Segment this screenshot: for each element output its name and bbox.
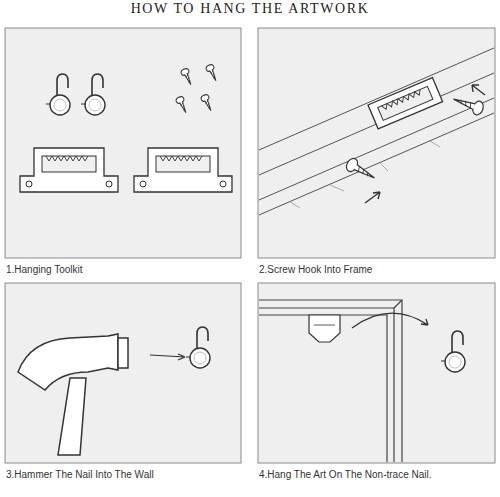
step-caption: 2.Screw Hook Into Frame <box>259 264 372 275</box>
step-caption: 1.Hanging Toolkit <box>6 264 83 275</box>
step-caption: 4.Hang The Art On The Non-trace Nail. <box>259 469 432 480</box>
title: HOW TO HANG THE ARTWORK <box>0 1 500 17</box>
step-caption: 3.Hammer The Nail Into The Wall <box>6 469 154 480</box>
